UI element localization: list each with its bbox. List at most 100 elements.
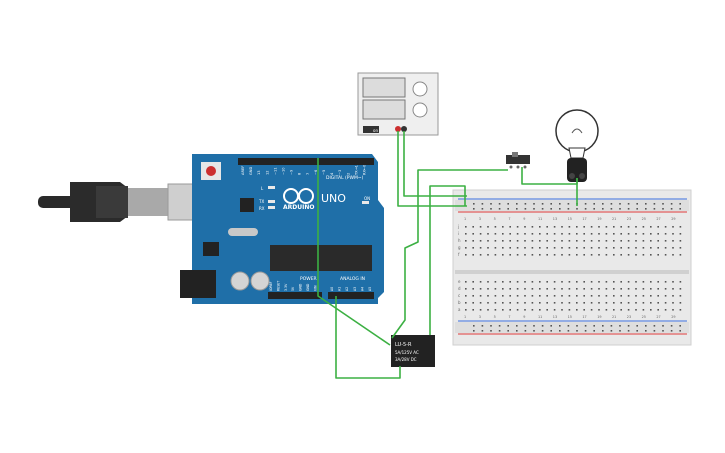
bus-hole[interactable]: [627, 330, 630, 332]
breadboard-hole[interactable]: [568, 247, 571, 249]
bus-hole[interactable]: [524, 208, 527, 210]
breadboard-hole[interactable]: [479, 254, 482, 256]
breadboard-hole[interactable]: [494, 288, 497, 290]
breadboard-hole[interactable]: [465, 226, 467, 228]
bus-hole[interactable]: [524, 330, 527, 332]
breadboard-hole[interactable]: [524, 247, 526, 249]
breadboard-hole[interactable]: [546, 309, 548, 311]
breadboard-hole[interactable]: [568, 302, 571, 304]
bus-hole[interactable]: [559, 203, 561, 205]
breadboard-hole[interactable]: [553, 295, 556, 297]
bus-hole[interactable]: [593, 330, 595, 332]
breadboard-hole[interactable]: [524, 233, 526, 235]
breadboard-hole[interactable]: [561, 226, 563, 228]
breadboard-hole[interactable]: [672, 254, 674, 256]
breadboard-hole[interactable]: [509, 281, 511, 283]
breadboard-hole[interactable]: [553, 254, 556, 256]
bus-hole[interactable]: [636, 203, 638, 205]
breadboard-hole[interactable]: [568, 233, 571, 235]
breadboard-hole[interactable]: [576, 295, 578, 297]
breadboard-hole[interactable]: [502, 302, 504, 304]
bus-hole[interactable]: [627, 325, 630, 327]
wires[interactable]: [317, 131, 578, 379]
bus-hole[interactable]: [490, 203, 492, 205]
relay[interactable]: LU-5-R 5A/125V AC 3A/28V DC: [391, 335, 435, 367]
breadboard-hole[interactable]: [650, 247, 652, 249]
breadboard-hole[interactable]: [479, 247, 482, 249]
breadboard-hole[interactable]: [605, 281, 608, 283]
breadboard-hole[interactable]: [553, 226, 556, 228]
breadboard-hole[interactable]: [664, 240, 667, 242]
bus-hole[interactable]: [636, 330, 638, 332]
breadboard-hole[interactable]: [576, 247, 578, 249]
bus-hole[interactable]: [550, 203, 552, 205]
breadboard-hole[interactable]: [465, 288, 467, 290]
breadboard-hole[interactable]: [635, 226, 637, 228]
breadboard-hole[interactable]: [598, 226, 600, 228]
breadboard-hole[interactable]: [516, 254, 519, 256]
breadboard-hole[interactable]: [657, 295, 659, 297]
bus-hole[interactable]: [593, 208, 595, 210]
bus-hole[interactable]: [567, 208, 570, 210]
breadboard[interactable]: [452, 189, 692, 346]
breadboard-hole[interactable]: [650, 288, 652, 290]
breadboard-hole[interactable]: [672, 295, 674, 297]
breadboard-hole[interactable]: [635, 295, 637, 297]
bus-hole[interactable]: [481, 203, 484, 205]
breadboard-hole[interactable]: [664, 233, 667, 235]
breadboard-hole[interactable]: [650, 226, 652, 228]
breadboard-hole[interactable]: [672, 302, 674, 304]
breadboard-hole[interactable]: [502, 233, 504, 235]
breadboard-hole[interactable]: [650, 302, 652, 304]
breadboard-hole[interactable]: [642, 302, 645, 304]
current-knob[interactable]: [412, 102, 428, 118]
bus-hole[interactable]: [662, 208, 664, 210]
breadboard-hole[interactable]: [613, 233, 615, 235]
breadboard-hole[interactable]: [598, 295, 600, 297]
breadboard-hole[interactable]: [627, 288, 630, 290]
bus-hole[interactable]: [662, 203, 664, 205]
breadboard-hole[interactable]: [590, 302, 593, 304]
bus-hole[interactable]: [576, 330, 578, 332]
breadboard-hole[interactable]: [465, 240, 467, 242]
breadboard-hole[interactable]: [620, 226, 622, 228]
breadboard-hole[interactable]: [650, 309, 652, 311]
breadboard-hole[interactable]: [627, 240, 630, 242]
breadboard-hole[interactable]: [598, 288, 600, 290]
bus-hole[interactable]: [584, 325, 587, 327]
breadboard-hole[interactable]: [627, 309, 630, 311]
breadboard-hole[interactable]: [546, 288, 548, 290]
breadboard-hole[interactable]: [642, 309, 645, 311]
bus-hole[interactable]: [507, 208, 509, 210]
breadboard-hole[interactable]: [487, 295, 489, 297]
breadboard-hole[interactable]: [539, 233, 541, 235]
breadboard-hole[interactable]: [568, 281, 571, 283]
breadboard-hole[interactable]: [539, 309, 541, 311]
breadboard-hole[interactable]: [465, 295, 467, 297]
breadboard-hole[interactable]: [583, 288, 585, 290]
breadboard-hole[interactable]: [605, 288, 608, 290]
breadboard-hole[interactable]: [494, 254, 497, 256]
breadboard-hole[interactable]: [590, 247, 593, 249]
breadboard-hole[interactable]: [479, 295, 482, 297]
bus-hole[interactable]: [541, 325, 544, 327]
bus-hole[interactable]: [670, 325, 673, 327]
breadboard-hole[interactable]: [583, 302, 585, 304]
breadboard-hole[interactable]: [664, 288, 667, 290]
breadboard-hole[interactable]: [657, 226, 659, 228]
breadboard-hole[interactable]: [635, 240, 637, 242]
breadboard-hole[interactable]: [590, 254, 593, 256]
bus-hole[interactable]: [498, 203, 501, 205]
bus-hole[interactable]: [567, 325, 570, 327]
breadboard-hole[interactable]: [546, 247, 548, 249]
breadboard-hole[interactable]: [679, 302, 682, 304]
breadboard-hole[interactable]: [627, 254, 630, 256]
bus-hole[interactable]: [516, 208, 518, 210]
breadboard-hole[interactable]: [546, 295, 548, 297]
breadboard-hole[interactable]: [598, 254, 600, 256]
breadboard-hole[interactable]: [487, 281, 489, 283]
breadboard-hole[interactable]: [590, 240, 593, 242]
breadboard-hole[interactable]: [605, 247, 608, 249]
breadboard-hole[interactable]: [635, 281, 637, 283]
breadboard-hole[interactable]: [539, 295, 541, 297]
